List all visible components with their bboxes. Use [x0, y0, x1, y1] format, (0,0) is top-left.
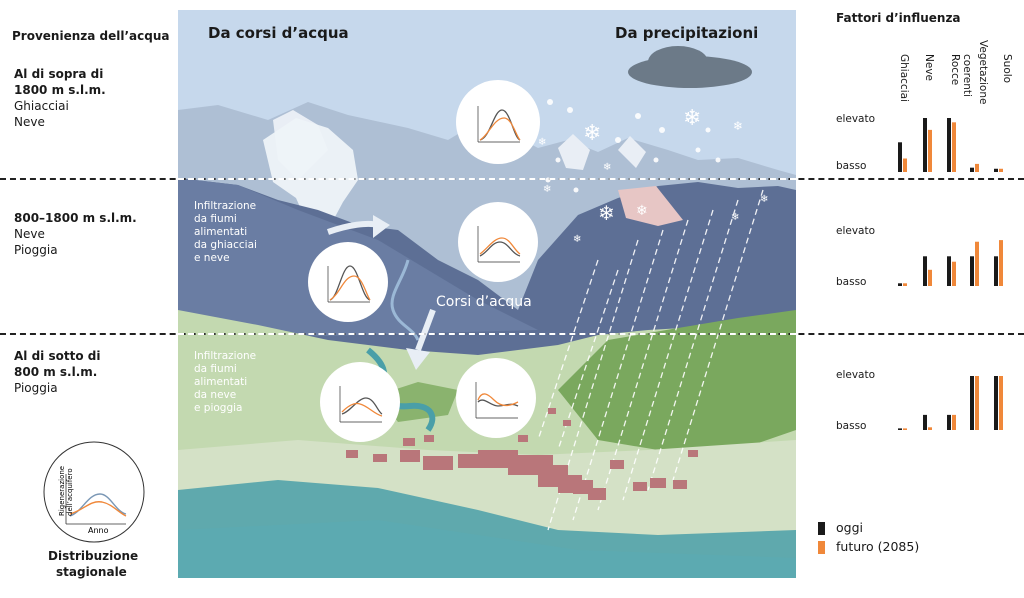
- bar-1-ghiacciai-future: [903, 158, 907, 172]
- level-high-2: elevato: [836, 225, 876, 237]
- infiltration-snow-rain: Infiltrazione da fiumi alimentati da nev…: [194, 350, 257, 414]
- level-high-1: elevato: [836, 113, 876, 125]
- cloud: [648, 46, 708, 78]
- zone-high-label: Al di sopra di 1800 m s.l.m. Ghiacciai N…: [14, 67, 106, 129]
- factor-label-vegetation: Vegetazione: [977, 40, 989, 105]
- bar-1-ghiacciai-today: [898, 142, 902, 172]
- bar-2-neve-today: [923, 256, 927, 286]
- snow-peak: [618, 136, 646, 168]
- zone-mid-label: 800–1800 m s.l.m. Neve Pioggia: [14, 211, 137, 257]
- snowflake-icon: ❄: [760, 194, 768, 205]
- seasonal-circle-mid-right: [458, 202, 538, 282]
- origin-header: Provenienza dell’acqua: [12, 29, 170, 43]
- bar-3-neve-today: [923, 414, 927, 430]
- infiltration-glacier-snow: Infiltrazione da fiumi alimentati da ghi…: [194, 200, 257, 264]
- seasonal-circle-high: [456, 80, 540, 164]
- legend-future-swatch: [818, 541, 825, 554]
- bar-3-rocce-coerenti-today: [947, 414, 951, 430]
- bar-2-rocce-coerenti-today: [947, 256, 951, 286]
- level-high-3: elevato: [836, 369, 876, 381]
- inset-xlabel: Anno: [88, 526, 109, 535]
- snowfield: [618, 186, 683, 226]
- bar-3-vegetazione-future: [975, 376, 979, 430]
- bar-2-rocce-coerenti-future: [952, 261, 956, 286]
- bar-3-vegetazione-today: [970, 376, 974, 430]
- bar-2-suolo-future: [999, 240, 1003, 286]
- bar-2-ghiacciai-today: [898, 283, 902, 286]
- green-hill: [558, 310, 796, 450]
- factor-label-glaciers: Ghiacciai: [898, 54, 910, 102]
- bar-1-vegetazione-future: [975, 163, 979, 172]
- snowflake-icon: ❄: [543, 184, 551, 195]
- arrow-head: [373, 215, 390, 238]
- title-from-precipitation: Da precipitazioni: [615, 24, 759, 42]
- snowflake-icon: ❄: [573, 234, 581, 245]
- bar-1-neve-future: [928, 129, 932, 172]
- inset-caption: Distribuzione stagionale: [48, 549, 139, 579]
- stream: [390, 259, 420, 341]
- legend-today-swatch: [818, 522, 825, 535]
- factors-chart: [898, 118, 1003, 430]
- snow-peak: [558, 134, 590, 170]
- bar-3-neve-future: [928, 427, 932, 430]
- snowflake-icon: ❄: [636, 203, 648, 219]
- legend-future-label: futuro (2085): [836, 539, 920, 554]
- level-low-1: basso: [836, 160, 867, 172]
- bar-2-suolo-today: [994, 256, 998, 286]
- bar-1-suolo-future: [999, 168, 1003, 172]
- snowflake-icon: ❄: [603, 162, 611, 173]
- bar-2-vegetazione-today: [970, 256, 974, 286]
- zone-separator-lower-scene: [178, 333, 796, 335]
- inset-ylabel-1: Rigenerazione: [58, 466, 66, 516]
- bar-2-neve-future: [928, 269, 932, 286]
- inset-ylabel-2: dell’acquifero: [66, 468, 74, 516]
- bar-3-suolo-today: [994, 376, 998, 430]
- factor-bars: [898, 118, 1003, 430]
- snowflake-icon: ❄: [683, 106, 701, 131]
- bar-2-vegetazione-future: [975, 241, 979, 286]
- level-low-2: basso: [836, 276, 867, 288]
- bar-3-suolo-future: [999, 376, 1003, 430]
- river-label: Corsi d’acqua: [436, 294, 532, 310]
- bar-2-ghiacciai-future: [903, 283, 907, 286]
- snowflake-icon: ❄: [538, 137, 546, 148]
- legend-today-label: oggi: [836, 520, 863, 535]
- bar-3-ghiacciai-future: [903, 428, 907, 430]
- bar-1-rocce-coerenti-today: [947, 118, 951, 172]
- snowflake-icon: ❄: [583, 121, 601, 146]
- village: [346, 408, 698, 500]
- seasonal-circle-mid-left: [308, 242, 388, 322]
- seasonal-distribution-inset: Rigenerazione dell’acquifero Anno: [43, 441, 145, 543]
- water-origin-illustration: ❄ ❄ ❄ ❄ ❄ ❄ ❄ ❄ ❄ ❄ ❄: [178, 10, 796, 578]
- seasonal-circle-low-left: [320, 362, 400, 442]
- zone-low-label: Al di sotto di 800 m s.l.m. Pioggia: [14, 349, 101, 395]
- bar-1-vegetazione-today: [970, 167, 974, 172]
- level-low-3: basso: [836, 420, 867, 432]
- seasonal-circle-low-right: [456, 358, 536, 438]
- factor-label-soil: Suolo: [1001, 54, 1013, 84]
- bar-3-ghiacciai-today: [898, 428, 902, 430]
- bar-1-rocce-coerenti-future: [952, 122, 956, 172]
- factor-label-snow: Neve: [923, 54, 935, 81]
- factors-header: Fattori d’influenza: [836, 11, 961, 25]
- lake: [178, 520, 796, 578]
- snowflake-icon: ❄: [598, 201, 615, 225]
- bar-1-neve-today: [923, 118, 927, 172]
- flow-arrow: [415, 308, 436, 352]
- zone-separator-upper-scene: [178, 178, 796, 180]
- bar-3-rocce-coerenti-future: [952, 414, 956, 430]
- factor-label-rocks-2: coerenti: [961, 54, 973, 97]
- factor-label-rocks-1: Rocce: [949, 54, 961, 86]
- glacier: [263, 118, 358, 230]
- title-from-rivers: Da corsi d’acqua: [208, 24, 349, 42]
- bar-1-suolo-today: [994, 168, 998, 172]
- arrow-head: [406, 348, 430, 370]
- snowflake-icon: ❄: [731, 212, 739, 223]
- snowflake-icon: ❄: [733, 119, 743, 133]
